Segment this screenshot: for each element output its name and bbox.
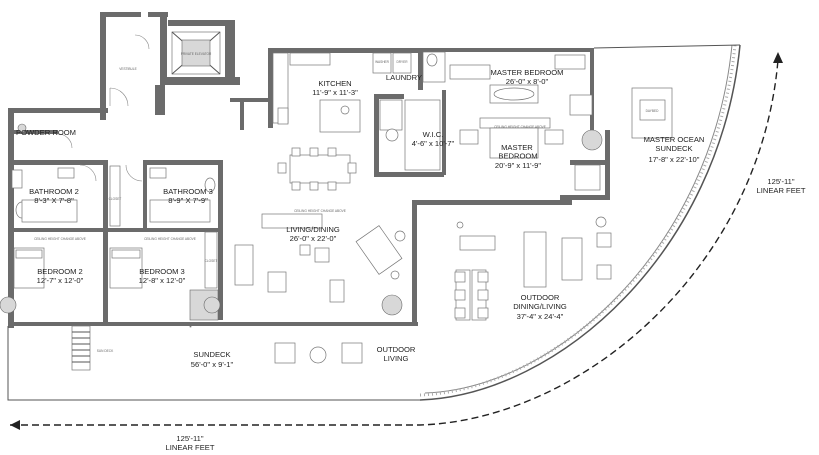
bath3-name: BATHROOM 3 [163,187,213,196]
svg-text:CLOSET: CLOSET [109,197,122,201]
kitchen-name: KITCHEN [318,79,351,88]
wic-name: W.I.C. [423,130,444,139]
sundeck-name: SUNDECK [193,350,230,359]
room-labels: POWDER ROOM BATHROOM 2 8'-3" X 7'-8" BAT… [16,68,704,369]
kitchen-fixtures: WASHER DRYER [272,52,441,191]
outdoor-dining-name-2: DINING/LIVING [513,302,567,311]
svg-text:DAYBED: DAYBED [646,109,660,113]
svg-text:CLOSET: CLOSET [205,259,218,263]
living-fixtures: CEILING HEIGHT CHANGE ABOVE [234,209,406,316]
kitchen-dims: 11'-9" x 11'-3" [312,88,358,97]
master-fixtures: DAYBED CEILING HEIGHT CHANGE ABOVE [422,51,673,191]
terrace-boundary [7,44,741,401]
living-name: LIVING/DINING [286,225,340,234]
core-block: PRIVATE ELEVATOR VESTIBULE [100,12,240,120]
svg-text:CEILING HEIGHT CHANGE ABOVE: CEILING HEIGHT CHANGE ABOVE [34,237,86,241]
svg-text:CEILING HEIGHT CHANGE ABOVE: CEILING HEIGHT CHANGE ABOVE [144,237,196,241]
outdoor-dining-dims: 37'-4" x 24'-4" [517,312,564,321]
bed3-dims: 12'-8" x 12'-0" [139,276,186,285]
right-measure-unit: LINEAR FEET [757,186,806,195]
exterior-walls [8,48,610,328]
master-bed2-dims: 20'-9" x 11'-9" [495,161,541,170]
svg-text:PRIVATE ELEVATOR: PRIVATE ELEVATOR [181,52,212,56]
top-arrow-icon [773,52,783,63]
west-wing-fixtures: CLOSET CEILING HEIGHT CHANGE ABOVE CEILI… [0,123,221,321]
bottom-measure-length: 125'-11" [176,434,204,443]
outdoor-living-name-1: OUTDOOR [377,345,416,354]
bed2-dims: 12'-7" x 12'-0" [37,276,84,285]
master-bed-dims: 26'-0" x 8'-0" [506,77,549,86]
bed3-name: BEDROOM 3 [139,267,185,276]
measurement-labels: 125'-11" LINEAR FEET 125'-11" LINEAR FEE… [166,177,806,452]
dimension-lines [10,52,783,430]
bed2-name: BEDROOM 2 [37,267,83,276]
powder-room-label: POWDER ROOM [16,128,76,137]
master-bed-name: MASTER BEDROOM [491,68,564,77]
svg-text:VESTIBULE: VESTIBULE [119,67,137,71]
bottom-measure-unit: LINEAR FEET [166,443,215,452]
master-bed2-name: MASTER BEDROOM [498,143,537,161]
master-sundeck-name-1: MASTER OCEAN [644,135,705,144]
living-dims: 26'-0" x 22'-0" [290,234,337,243]
right-measure-length: 125'-11" [767,177,795,186]
outdoor-living-name-2: LIVING [384,354,409,363]
outdoor-dining-name-1: OUTDOOR [521,293,560,302]
wic-dims: 4'-6" x 10'-7" [412,139,455,148]
svg-text:SUN DECK: SUN DECK [97,349,114,353]
svg-text:WASHER: WASHER [375,60,390,64]
svg-text:CEILING HEIGHT CHANGE ABOVE: CEILING HEIGHT CHANGE ABOVE [294,209,346,213]
svg-text:DRYER: DRYER [396,60,408,64]
bath2-name: BATHROOM 2 [29,187,79,196]
master-sundeck-name-2: SUNDECK [655,144,692,153]
bottom-arrow-icon [10,420,20,430]
master-sundeck-dims: 17'-8" x 22'-10" [649,155,700,164]
svg-text:CEILING HEIGHT CHANGE ABOVE: CEILING HEIGHT CHANGE ABOVE [494,125,546,129]
bath3-dims: 8'-9" X 7'-9" [168,196,208,205]
laundry-name: LAUNDRY [386,73,422,82]
bath2-dims: 8'-3" X 7'-8" [34,196,74,205]
outdoor-fixtures: SUN DECK [71,216,612,371]
sundeck-dims: 56'-0" x 9'-1" [191,360,234,369]
